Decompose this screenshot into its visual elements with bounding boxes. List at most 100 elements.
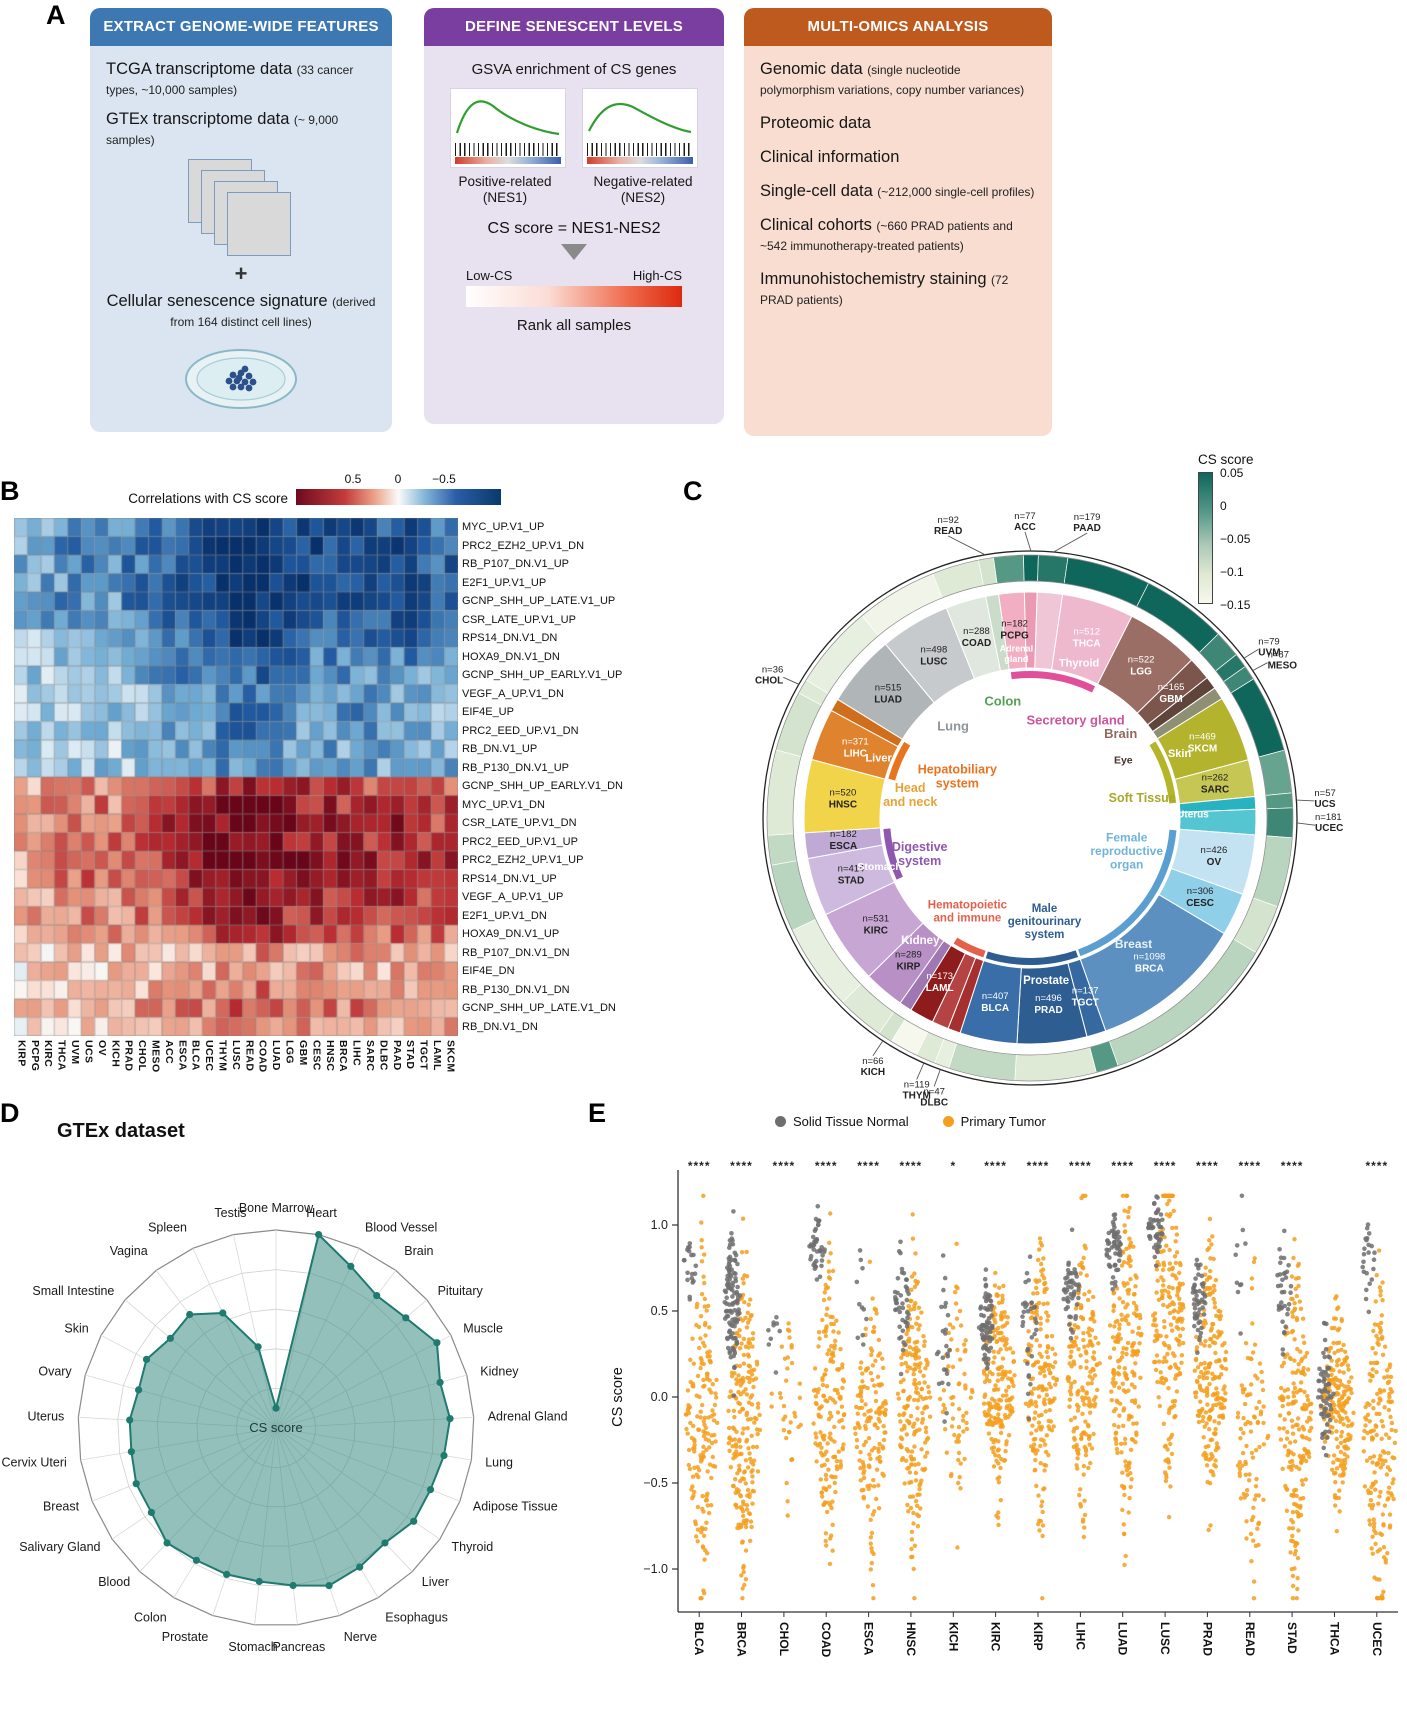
tumor-point <box>1089 1402 1094 1408</box>
normal-point <box>854 1279 860 1285</box>
tumor-point <box>1223 1391 1228 1396</box>
tumor-point <box>906 1509 911 1514</box>
tumor-point <box>699 1291 705 1297</box>
tumor-point <box>1373 1299 1378 1304</box>
significance-label: **** <box>1238 1159 1261 1173</box>
tumor-point <box>941 1388 947 1393</box>
tumor-point <box>1090 1343 1095 1348</box>
tumor-point <box>998 1424 1003 1429</box>
tumor-point <box>918 1369 923 1374</box>
tumor-point <box>692 1442 697 1448</box>
normal-point <box>1328 1406 1334 1412</box>
tumor-point <box>828 1314 833 1319</box>
heatmap-row-label: VEGF_A_UP.V1_DN <box>462 687 564 700</box>
heatmap-col-label: SKCM <box>444 1040 457 1073</box>
tumor-point <box>737 1328 742 1333</box>
tumor-point <box>1038 1443 1043 1449</box>
tumor-point <box>1336 1391 1341 1397</box>
tumor-point <box>1079 1195 1084 1201</box>
tumor-point <box>1135 1349 1141 1354</box>
tumor-point <box>1086 1396 1091 1401</box>
tumor-point <box>1167 1346 1172 1351</box>
tumor-point <box>992 1355 997 1360</box>
tumor-point <box>869 1549 875 1554</box>
tumor-point <box>1345 1423 1351 1429</box>
cs-legend-tick: 0.05 <box>1220 466 1244 480</box>
normal-point <box>1195 1327 1201 1333</box>
normal-point <box>1197 1288 1202 1294</box>
tumor-point <box>1375 1391 1380 1397</box>
tumor-point <box>869 1348 875 1354</box>
tumor-point <box>1117 1326 1122 1331</box>
tumor-point <box>1085 1422 1091 1428</box>
tumor-point <box>688 1420 693 1426</box>
tumor-point <box>1132 1385 1137 1390</box>
tumor-point <box>1336 1495 1342 1501</box>
tumor-point <box>1346 1379 1352 1384</box>
tumor-point <box>1378 1489 1383 1495</box>
normal-point <box>1076 1282 1081 1287</box>
tumor-point <box>1206 1527 1211 1533</box>
tumor-point <box>744 1437 750 1443</box>
tumor-point <box>1164 1243 1169 1248</box>
tumor-point <box>1036 1420 1042 1425</box>
tumor-point <box>1339 1362 1344 1367</box>
normal-point <box>1032 1331 1037 1337</box>
tumor-point <box>739 1573 744 1578</box>
tumor-point <box>818 1477 823 1482</box>
tumor-point <box>1239 1383 1244 1388</box>
tumor-point <box>998 1465 1003 1471</box>
normal-point <box>733 1271 738 1276</box>
normal-point <box>857 1301 862 1307</box>
tumor-point <box>1170 1225 1175 1231</box>
tumor-point <box>729 1374 735 1379</box>
tumor-point <box>915 1391 921 1396</box>
tumor-point <box>1210 1340 1216 1345</box>
tumor-point <box>1159 1376 1164 1381</box>
tumor-point <box>1081 1472 1086 1477</box>
normal-point <box>732 1290 737 1296</box>
circos-system-label: Eye <box>1114 754 1133 766</box>
normal-point <box>861 1342 866 1347</box>
tumor-point <box>1211 1403 1216 1408</box>
significance-label: **** <box>984 1159 1007 1173</box>
tumor-point <box>778 1395 784 1400</box>
tumor-point <box>1294 1317 1300 1323</box>
tumor-point <box>1335 1328 1341 1333</box>
tumor-point <box>1216 1420 1222 1426</box>
tumor-point <box>1290 1310 1295 1315</box>
tumor-point <box>1379 1313 1384 1318</box>
tumor-point <box>741 1513 746 1519</box>
tumor-point <box>1202 1318 1207 1323</box>
y-tick-label: −1.0 <box>643 1562 668 1576</box>
tumor-point <box>738 1505 743 1510</box>
tumor-point <box>1251 1596 1257 1601</box>
tumor-point <box>1095 1387 1100 1393</box>
tumor-point <box>1153 1367 1159 1373</box>
circos-n-label: n=1098 <box>1133 951 1165 962</box>
normal-point <box>1065 1304 1070 1310</box>
tumor-point <box>1082 1292 1087 1297</box>
tumor-point <box>857 1458 862 1463</box>
tumor-point <box>746 1400 752 1405</box>
tumor-point <box>1181 1340 1186 1346</box>
tumor-point <box>1045 1355 1050 1360</box>
tumor-point <box>821 1393 827 1399</box>
tumor-point <box>1334 1466 1340 1471</box>
tumor-point <box>823 1486 828 1491</box>
tumor-point <box>954 1284 959 1289</box>
tumor-point <box>1166 1193 1172 1198</box>
tumor-point <box>927 1395 933 1400</box>
tumor-point <box>743 1481 748 1486</box>
tumor-point <box>1081 1330 1086 1336</box>
tumor-point <box>1034 1483 1039 1489</box>
tumor-point <box>741 1477 747 1482</box>
tumor-point <box>1155 1335 1160 1340</box>
normal-point <box>1029 1335 1035 1340</box>
tumor-point <box>1127 1245 1132 1250</box>
tumor-point <box>1155 1379 1160 1385</box>
tumor-point <box>833 1489 838 1495</box>
colorbar-tick: 0.5 <box>344 472 362 486</box>
significance-label: **** <box>1069 1159 1092 1173</box>
